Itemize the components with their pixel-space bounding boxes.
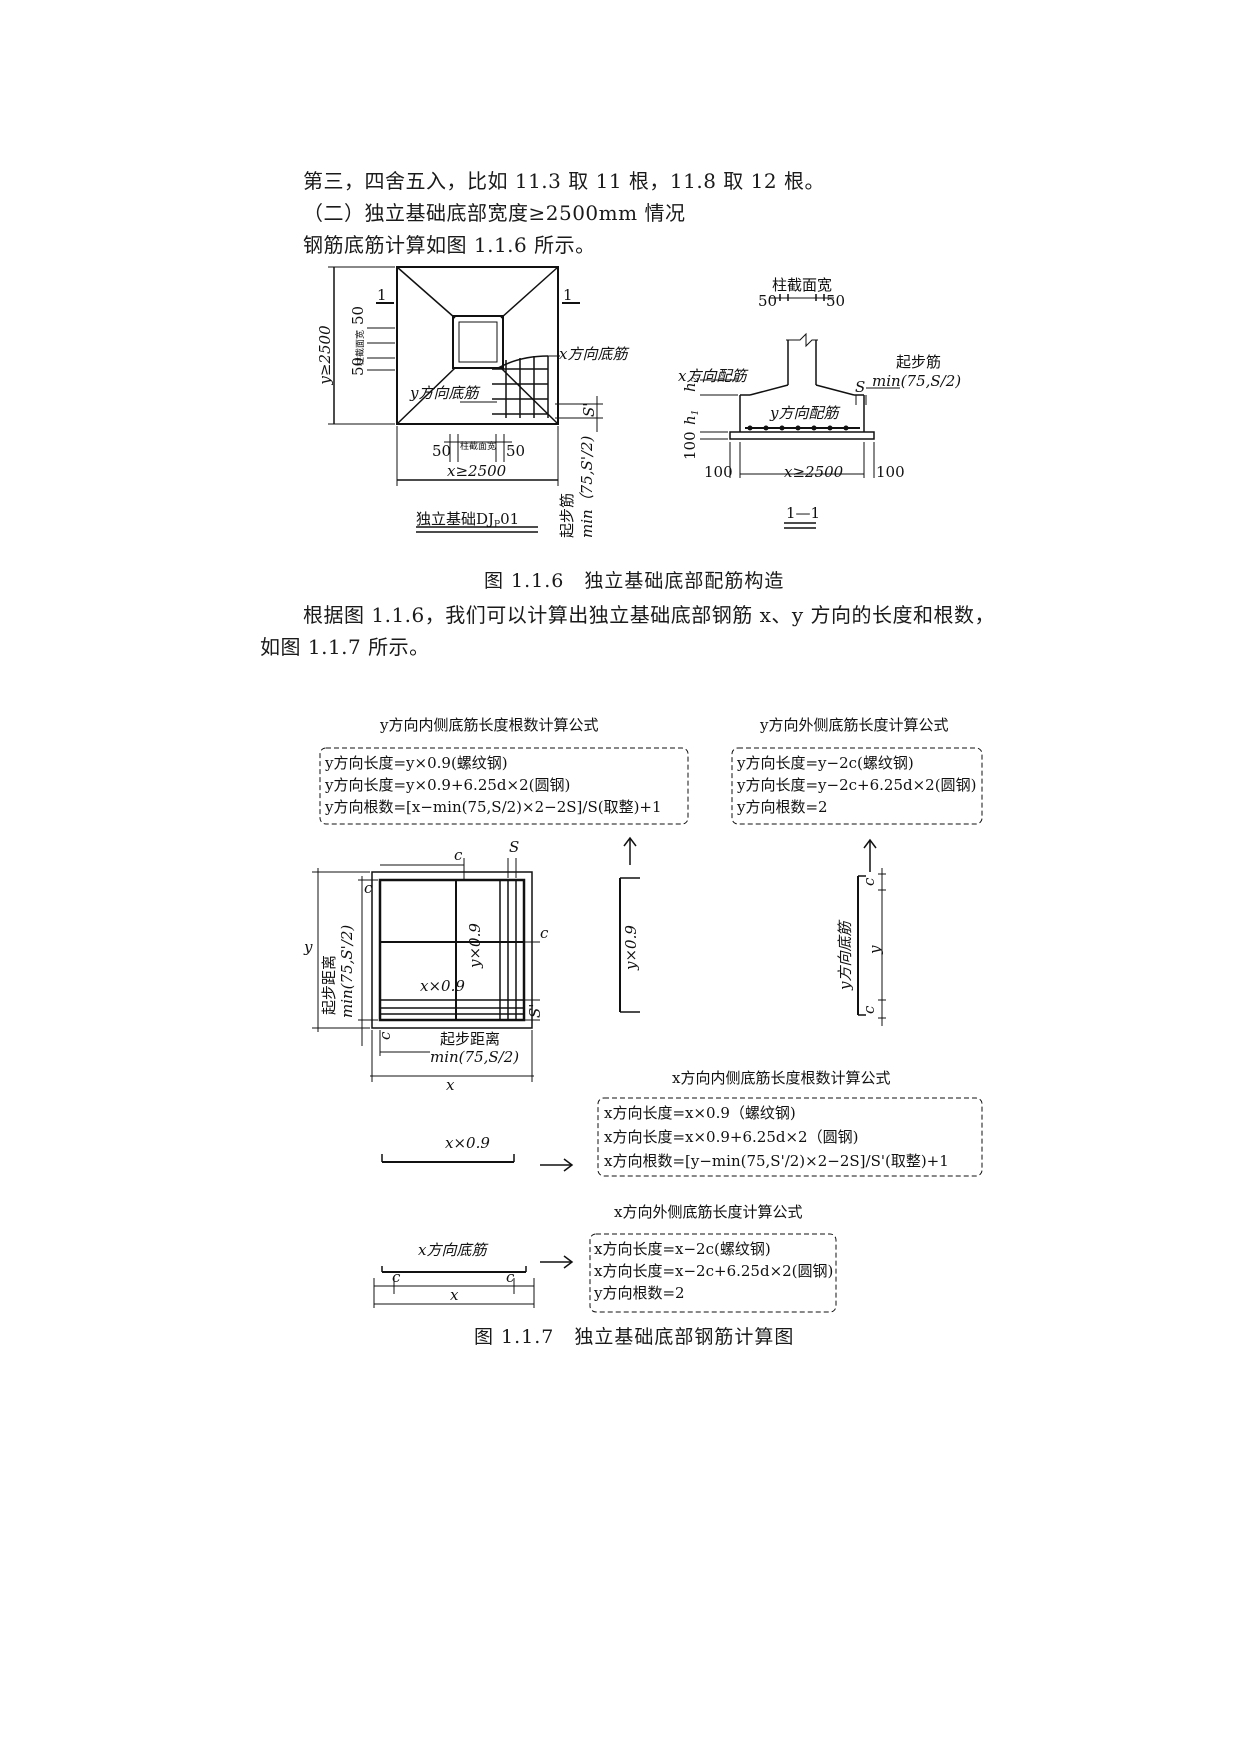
y-outer-c2: c [860, 1005, 878, 1014]
section-y-rebar: y方向配筋 [769, 404, 840, 422]
plan-x-label: x [446, 1076, 455, 1094]
plan-starting-distance-2: 起步距离 [440, 1030, 500, 1048]
section-marker-left: 1 [377, 286, 387, 304]
plan-s-prime: S' [580, 403, 598, 417]
plan-starting-bar: 起步筋 [558, 493, 576, 538]
section-hundred-right: 100 [876, 463, 905, 481]
box-x-inner-line-2: x方向长度=x×0.9+6.25d×2（圆钢) [604, 1128, 858, 1146]
x-outer-c2: c [506, 1268, 515, 1286]
section-x-dim: x≥2500 [784, 463, 844, 481]
plan-bottom-fifty-right: 50 [506, 442, 525, 460]
plan-starting-distance-1-min: min(75,S'/2) [338, 925, 356, 1018]
section-starting-bar: 起步筋 [896, 353, 941, 371]
plan-c-top: c [454, 846, 463, 864]
y-inner-bar-label: y×0.9 [622, 925, 640, 971]
x-inner-bar-label: x×0.9 [445, 1134, 490, 1152]
box-x-inner-line-3: x方向根数=[y−min(75,S'/2)×2−2S]/S'(取整)+1 [604, 1152, 949, 1170]
box-y-inner-line-1: y方向长度=y×0.9(螺纹钢) [324, 754, 508, 772]
para-rounding-rule: 第三，四舍五入，比如 11.3 取 11 根，11.8 取 12 根。 [303, 169, 825, 193]
section-label: 1—1 [786, 504, 820, 522]
plan-column-width-small: 柱截面宽 [354, 330, 366, 366]
box-x-outer-line-2: x方向长度=x−2c+6.25d×2(圆钢) [594, 1262, 833, 1280]
box-x-outer-title: x方向外侧底筋长度计算公式 [614, 1203, 802, 1221]
plan-title: 独立基础DJP01 [416, 510, 519, 530]
plan-fifty-a: 50 [349, 306, 367, 325]
plan-s-top: S [509, 838, 519, 856]
figure-1-1-7-caption: 图 1.1.7 独立基础底部钢筋计算图 [474, 1326, 795, 1348]
plan-min-sp: min（75,S'/2) [578, 435, 596, 538]
y-outer-y: y [866, 945, 884, 955]
box-y-outer-title: y方向外侧底筋长度计算公式 [759, 716, 948, 734]
box-y-outer-line-2: y方向长度=y−2c+6.25d×2(圆钢) [736, 776, 976, 794]
plan-x-dim: x≥2500 [447, 462, 507, 480]
section-fifty-right: 50 [826, 292, 845, 310]
box-x-outer-line-3: y方向根数=2 [593, 1284, 685, 1302]
plan-x-bottom-bar-label: x方向底筋 [559, 345, 629, 363]
plan-s-prime: S' [526, 1004, 544, 1018]
box-x-inner-title: x方向内侧底筋长度根数计算公式 [672, 1069, 890, 1087]
box-y-inner-line-3: y方向根数=[x−min(75,S/2)×2−2S]/S(取整)+1 [324, 798, 662, 816]
box-y-outer-line-1: y方向长度=y−2c(螺纹钢) [736, 754, 914, 772]
section-column-width: 柱截面宽 [772, 276, 832, 294]
section-s: S [855, 378, 865, 396]
section-min-s: min(75,S/2) [872, 372, 961, 390]
box-x-outer-line-1: x方向长度=x−2c(螺纹钢) [594, 1240, 771, 1258]
figure-1-1-7: y方向内侧底筋长度根数计算公式 y方向长度=y×0.9(螺纹钢) y方向长度=y… [303, 716, 983, 1313]
plan-y-dim: y≥2500 [316, 325, 334, 386]
plan-starting-distance-1: 起步距离 [320, 955, 338, 1015]
y-outer-bar-name: y方向底筋 [836, 920, 854, 991]
plan-c-bottom: c [376, 1031, 394, 1040]
plan-y-bottom-bar-label: y方向底筋 [409, 384, 480, 402]
para-fig-ref: 钢筋底筋计算如图 1.1.6 所示。 [303, 233, 596, 257]
y-outer-c1: c [860, 877, 878, 886]
box-y-inner-title: y方向内侧底筋长度根数计算公式 [379, 716, 598, 734]
x-outer-bar-name: x方向底筋 [418, 1241, 488, 1259]
plan-starting-distance-2-min: min(75,S/2) [430, 1048, 519, 1066]
plan-c-left: c [364, 879, 373, 897]
figure-1-1-6-caption: 图 1.1.6 独立基础底部配筋构造 [484, 570, 785, 592]
section-h2: h2 [681, 376, 701, 392]
plan-x-09: x×0.9 [420, 977, 465, 995]
plan-y-label: y [303, 938, 313, 956]
section-heading: （二）独立基础底部宽度≥2500mm 情况 [303, 201, 686, 225]
plan-fifty-b: 50 [349, 357, 367, 376]
box-y-outer-line-3: y方向根数=2 [736, 798, 828, 816]
box-x-inner-line-1: x方向长度=x×0.9（螺纹钢) [604, 1104, 796, 1122]
plan-c-right: c [540, 924, 549, 942]
x-outer-c1: c [392, 1268, 401, 1286]
plan-y-09: y×0.9 [466, 923, 484, 969]
section-x-rebar: x方向配筋 [678, 367, 748, 385]
section-marker-right: 1 [563, 286, 573, 304]
x-outer-x: x [450, 1286, 459, 1304]
plan-column-width-bottom: 柱截面宽 [460, 440, 496, 452]
figure-1-1-6: y≥2500 50 柱截面宽 50 1 1 x方向底筋 y方向底筋 S' 50 … [316, 266, 961, 538]
section-hundred-vertical: 100 [681, 431, 699, 460]
section-fifty-left: 50 [758, 292, 777, 310]
para-fig-117-intro-line1: 根据图 1.1.6，我们可以计算出独立基础底部钢筋 x、y 方向的长度和根数， [303, 603, 996, 627]
para-fig-117-intro-line2: 如图 1.1.7 所示。 [260, 635, 430, 659]
section-hundred-left: 100 [704, 463, 733, 481]
box-y-inner-line-2: y方向长度=y×0.9+6.25d×2(圆钢) [324, 776, 570, 794]
section-h1: h1 [681, 410, 701, 425]
plan-bottom-fifty-left: 50 [432, 442, 451, 460]
